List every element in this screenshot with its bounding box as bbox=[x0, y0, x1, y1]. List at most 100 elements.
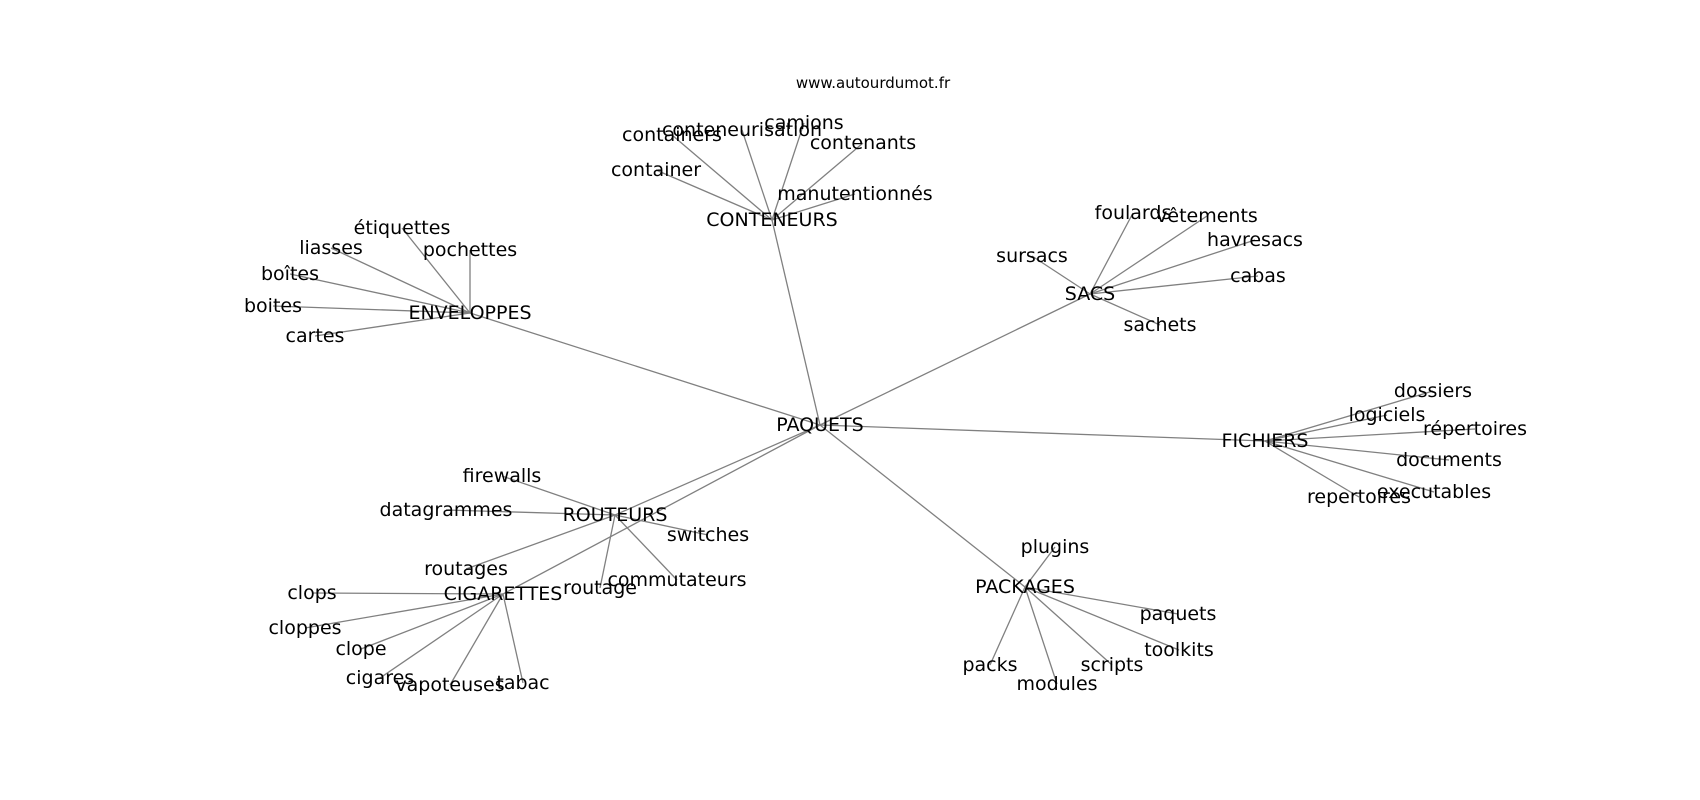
edge-hub-to-leaf bbox=[502, 593, 524, 684]
edge-hub-to-leaf bbox=[614, 514, 709, 536]
leaf-node: commutateurs bbox=[607, 569, 746, 591]
hub-node: FICHIERS bbox=[1222, 430, 1309, 452]
leaf-node: cigares bbox=[346, 667, 414, 689]
leaf-node: switches bbox=[667, 524, 749, 546]
edge-hub-to-leaf bbox=[1089, 293, 1161, 326]
edge-hub-to-leaf bbox=[360, 593, 504, 650]
leaf-node: container bbox=[611, 159, 701, 181]
leaf-node: packs bbox=[962, 654, 1017, 676]
hub-node: PACKAGES bbox=[975, 576, 1075, 598]
leaf-node: sursacs bbox=[996, 245, 1068, 267]
edge-hub-to-leaf bbox=[989, 586, 1026, 666]
leaf-node: boites bbox=[244, 295, 302, 317]
leaf-node: executables bbox=[1377, 481, 1491, 503]
edge-hub-to-leaf bbox=[655, 169, 773, 221]
edge-hub-to-leaf bbox=[1264, 440, 1360, 498]
leaf-node: pochettes bbox=[423, 239, 517, 261]
edge-hub-to-leaf bbox=[1264, 428, 1476, 442]
edge-hub-to-leaf bbox=[1024, 586, 1179, 615]
edge-center-to-hub bbox=[614, 424, 821, 516]
leaf-node: foulards bbox=[1095, 202, 1172, 224]
edges bbox=[272, 122, 1476, 686]
leaf-node: cartes bbox=[286, 325, 345, 347]
edge-hub-to-leaf bbox=[272, 305, 471, 314]
edge-hub-to-leaf bbox=[1264, 440, 1450, 461]
edge-hub-to-leaf bbox=[289, 273, 471, 314]
edge-hub-to-leaf bbox=[311, 592, 504, 595]
edge-hub-to-leaf bbox=[614, 514, 678, 581]
hub-node: ROUTEURS bbox=[563, 504, 668, 526]
edge-hub-to-leaf bbox=[501, 475, 616, 516]
center-node: PAQUETS bbox=[776, 414, 863, 436]
leaf-node: routages bbox=[424, 558, 508, 580]
leaf-node: containers bbox=[622, 124, 722, 146]
leaf-node: logiciels bbox=[1349, 404, 1426, 426]
leaf-node: paquets bbox=[1140, 603, 1217, 625]
leaf-node: étiquettes bbox=[354, 217, 451, 239]
edge-hub-to-leaf bbox=[1264, 414, 1388, 442]
edge-hub-to-leaf bbox=[304, 593, 504, 629]
leaf-node: cloppes bbox=[268, 617, 341, 639]
edge-hub-to-leaf bbox=[465, 514, 616, 570]
edge-center-to-hub bbox=[819, 293, 1091, 426]
edge-hub-to-leaf bbox=[599, 514, 616, 589]
edge-hub-to-leaf bbox=[1089, 275, 1259, 295]
leaf-node: repertoires bbox=[1307, 486, 1411, 508]
leaf-node: contenants bbox=[810, 132, 916, 154]
leaf-node: dossiers bbox=[1394, 380, 1472, 402]
edge-hub-to-leaf bbox=[449, 593, 504, 686]
edge-hub-to-leaf bbox=[1024, 586, 1058, 685]
edge-center-to-hub bbox=[819, 424, 1266, 442]
leaf-node: datagrammes bbox=[380, 499, 513, 521]
edge-hub-to-leaf bbox=[671, 134, 773, 221]
edge-hub-to-leaf bbox=[1264, 440, 1435, 493]
edge-hub-to-leaf bbox=[1089, 215, 1208, 295]
labels: www.autourdumot.fr PAQUETS CONTENEURS cont… bbox=[244, 74, 1527, 696]
edge-hub-to-leaf bbox=[1031, 255, 1091, 295]
leaf-node: plugins bbox=[1021, 536, 1090, 558]
edge-hub-to-leaf bbox=[771, 193, 856, 221]
leaf-node: boîtes bbox=[261, 263, 319, 285]
leaf-node: firewalls bbox=[463, 465, 542, 487]
edge-hub-to-leaf bbox=[1024, 546, 1056, 588]
leaf-node: clops bbox=[287, 582, 336, 604]
edge-hub-to-leaf bbox=[401, 227, 471, 314]
leaf-node: clope bbox=[335, 638, 386, 660]
edge-center-to-hub bbox=[819, 424, 1026, 588]
leaf-node: répertoires bbox=[1423, 418, 1527, 440]
edge-hub-to-leaf bbox=[379, 593, 504, 679]
edge-center-to-hub bbox=[469, 312, 821, 426]
hub-node: ENVELOPPES bbox=[408, 302, 531, 324]
leaf-node: manutentionnés bbox=[777, 183, 932, 205]
leaf-node: vêtements bbox=[1156, 205, 1258, 227]
edge-hub-to-leaf bbox=[741, 129, 773, 221]
leaf-node: conteneurisation bbox=[662, 119, 822, 141]
leaf-node: liasses bbox=[299, 237, 363, 259]
leaf-node: tabac bbox=[496, 672, 549, 694]
leaf-node: cabas bbox=[1230, 265, 1286, 287]
edge-hub-to-leaf bbox=[771, 122, 805, 221]
edge-hub-to-leaf bbox=[1089, 212, 1134, 295]
hub-node: SACS bbox=[1065, 283, 1115, 305]
edge-center-to-hub bbox=[771, 219, 821, 426]
edge-hub-to-leaf bbox=[1089, 239, 1256, 295]
hub-node: CIGARETTES bbox=[444, 583, 563, 605]
edge-hub-to-leaf bbox=[1024, 586, 1113, 666]
leaf-node: toolkits bbox=[1144, 639, 1214, 661]
leaf-node: vapoteuses bbox=[395, 674, 504, 696]
leaf-node: modules bbox=[1016, 673, 1097, 695]
edge-hub-to-leaf bbox=[1264, 390, 1434, 442]
edge-hub-to-leaf bbox=[1024, 586, 1180, 651]
leaf-node: routage bbox=[563, 577, 637, 599]
source-label: www.autourdumot.fr bbox=[796, 74, 951, 92]
hub-node: CONTENEURS bbox=[706, 209, 837, 231]
leaf-node: sachets bbox=[1123, 314, 1196, 336]
edge-hub-to-leaf bbox=[445, 509, 616, 516]
edge-hub-to-leaf bbox=[771, 142, 864, 221]
edge-hub-to-leaf bbox=[330, 247, 471, 314]
leaf-node: camions bbox=[764, 112, 843, 134]
edge-center-to-hub bbox=[502, 424, 821, 595]
leaf-node: havresacs bbox=[1207, 229, 1303, 251]
edge-hub-to-leaf bbox=[314, 312, 471, 337]
